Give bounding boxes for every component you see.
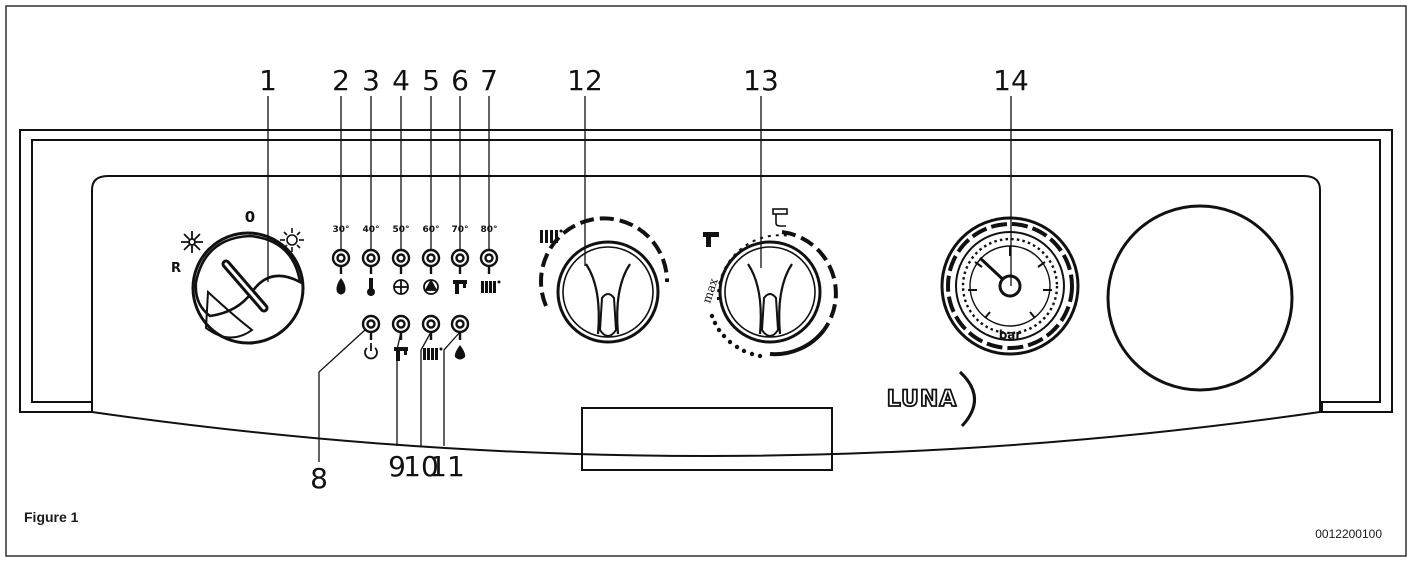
tap-icon <box>703 232 719 247</box>
callout-3: 3 <box>362 64 380 97</box>
figure-code: 0012200100 <box>1315 527 1382 541</box>
callout-10: 10 <box>403 450 439 483</box>
fan-icon <box>393 279 409 295</box>
callout-12: 12 <box>567 64 603 97</box>
power-icon <box>364 343 378 360</box>
leader-lines <box>267 96 1012 462</box>
selector-label-reset: R <box>171 261 181 276</box>
callout-6: 6 <box>451 64 469 97</box>
display-window <box>1106 204 1294 392</box>
radiator-icon <box>540 229 563 243</box>
dhw-dot-scale <box>709 313 763 359</box>
brand-logo-text: LUNA <box>887 387 958 412</box>
callout-11: 11 <box>429 450 465 483</box>
led-row-bottom-icons <box>364 343 466 361</box>
callout-14: 14 <box>993 64 1029 97</box>
callout-8: 8 <box>310 462 328 495</box>
gauge-unit-label: bar <box>999 328 1022 342</box>
led-row-top-icons <box>336 278 501 296</box>
luna-logo: LUNA <box>886 370 976 428</box>
panel-housing <box>19 129 1393 471</box>
pump-icon <box>423 279 439 295</box>
hot-water-temperature-knob <box>716 230 838 357</box>
flame-icon <box>336 278 346 295</box>
led-row-bottom <box>361 314 470 340</box>
sun-icon <box>280 228 304 252</box>
thermometer-icon <box>367 278 375 296</box>
temperature-scale: 30° 40° 50° 60° 70° 80° <box>332 225 497 235</box>
tap-icon <box>453 280 467 294</box>
led-row-top <box>331 248 499 274</box>
tap-icon <box>394 347 408 361</box>
callout-13: 13 <box>743 64 779 97</box>
heating-temperature-knob <box>539 216 670 344</box>
callout-numbers: 1 2 3 4 5 6 7 12 13 14 8 9 10 11 <box>259 64 1029 495</box>
pressure-gauge <box>940 216 1080 356</box>
callout-4: 4 <box>392 64 410 97</box>
radiator-icon <box>423 347 443 360</box>
selector-label-off: 0 <box>245 208 255 226</box>
mode-selector-knob <box>191 231 305 345</box>
callout-9: 9 <box>388 450 406 483</box>
water-drop-icon <box>454 345 466 360</box>
snowflake-icon <box>181 231 203 253</box>
callout-2: 2 <box>332 64 350 97</box>
figure-caption: Figure 1 <box>24 509 79 525</box>
figure-frame <box>5 5 1407 557</box>
callout-5: 5 <box>422 64 440 97</box>
radiator-icon <box>481 280 501 293</box>
callout-7: 7 <box>480 64 498 97</box>
tap-full-icon <box>772 208 788 227</box>
callout-1: 1 <box>259 64 277 97</box>
